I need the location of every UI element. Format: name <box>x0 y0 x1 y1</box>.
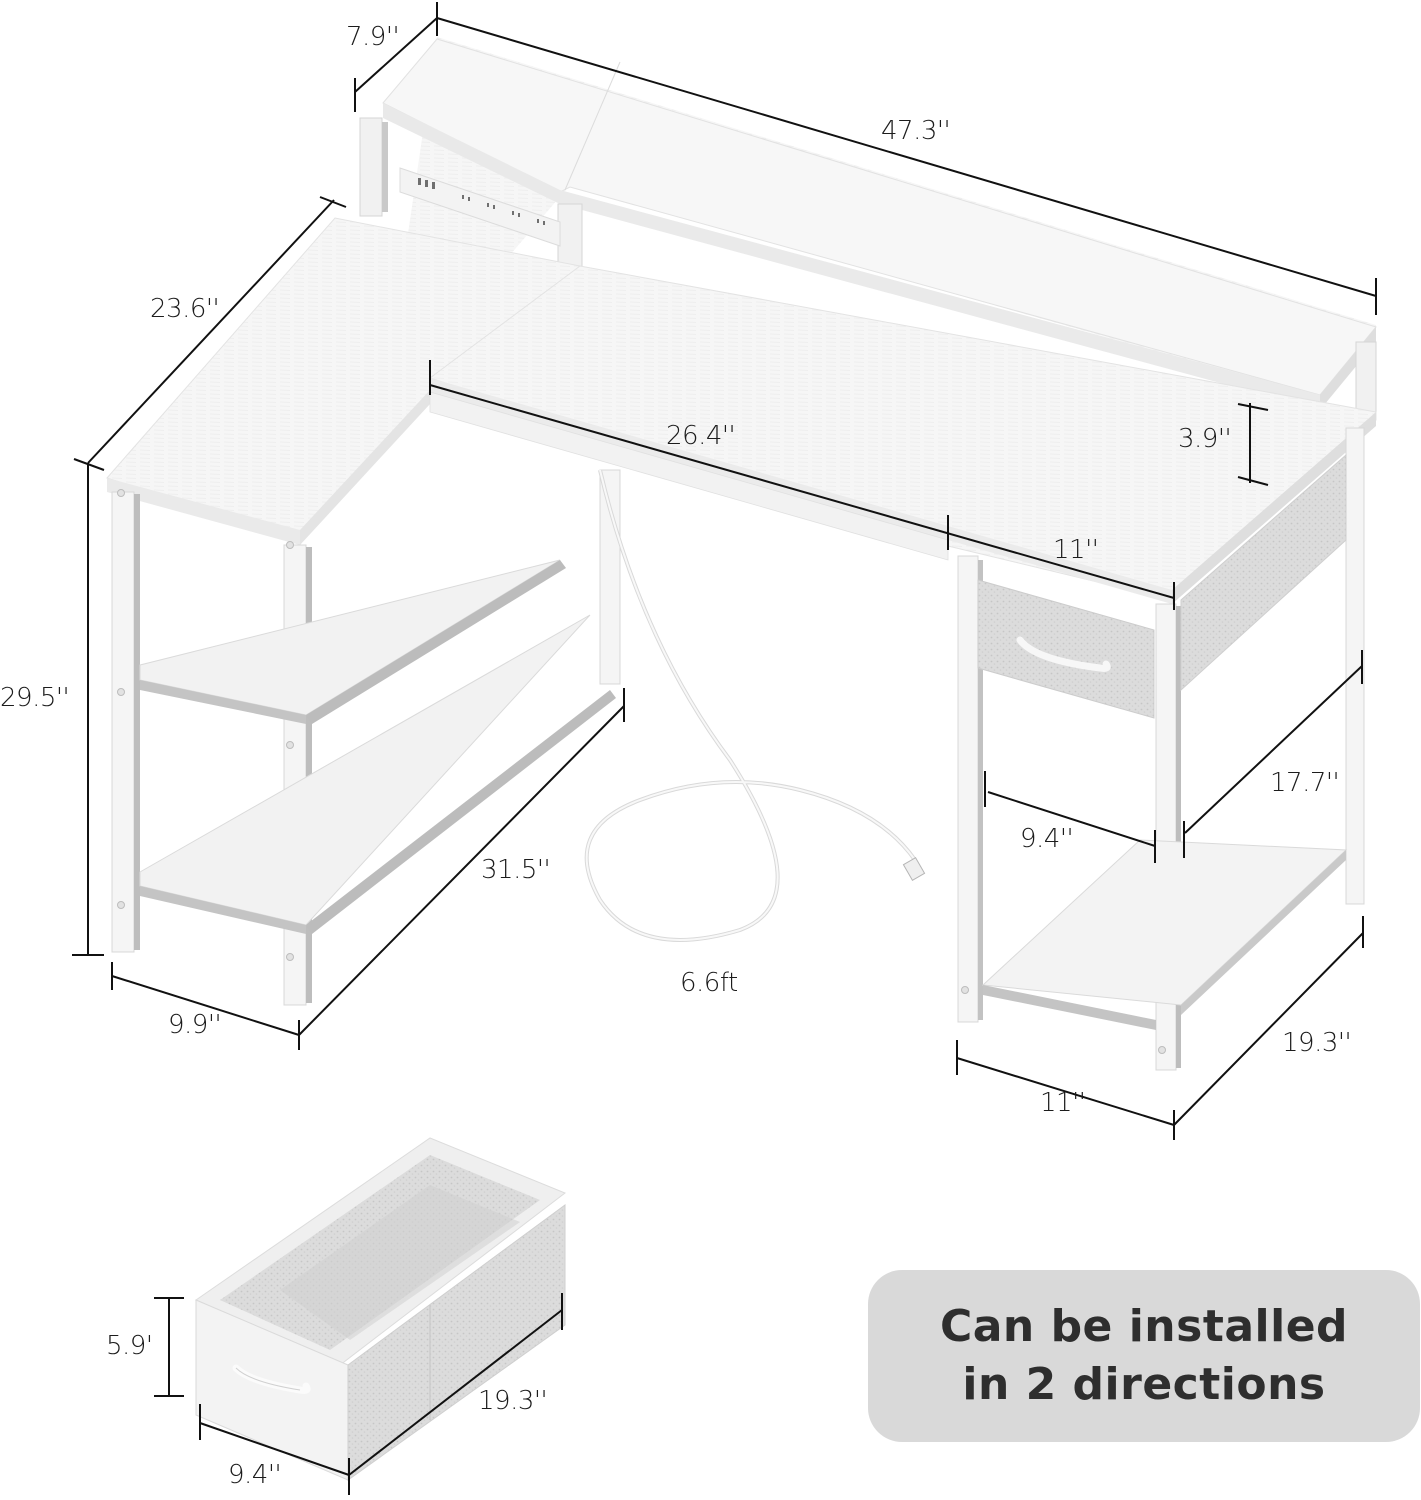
drawer-detail <box>194 1137 566 1481</box>
badge-line-2: in 2 directions <box>962 1359 1326 1410</box>
dimension-desk-height: 29.5'' <box>0 683 70 713</box>
right-cabinet <box>957 427 1365 1071</box>
dimension-cord-length: 6.6ft <box>680 968 738 998</box>
install-directions-badge: Can be installed in 2 directions <box>868 1270 1420 1442</box>
plug-icon <box>902 857 926 881</box>
dimension-cabinet-depth: 19.3'' <box>1282 1028 1352 1058</box>
dimension-lines <box>72 2 1377 1495</box>
usb-port-icon <box>418 178 435 189</box>
power-strip <box>399 167 561 247</box>
drawer-handle-icon <box>1016 636 1111 672</box>
dimension-stand-length: 47.3'' <box>881 116 951 146</box>
dimension-leg-opening-width: 9.4'' <box>1020 824 1074 854</box>
drawer-height-label: 5.9' <box>106 1331 153 1361</box>
dimension-stand-depth: 7.9'' <box>346 22 400 52</box>
dimension-stand-height: 3.9'' <box>1178 424 1232 454</box>
dimension-return-depth: 23.6'' <box>150 294 220 324</box>
dimension-drawer-section: 11'' <box>1053 535 1099 565</box>
power-cord <box>584 469 926 942</box>
dimension-leg-opening-depth: 17.7'' <box>1270 768 1340 798</box>
dimension-main-span: 26.4'' <box>666 421 736 451</box>
dimension-cabinet-width: 11'' <box>1040 1088 1086 1118</box>
badge-line-1: Can be installed <box>939 1301 1349 1352</box>
outlet-icon <box>462 195 545 225</box>
drawer-width-label: 9.4'' <box>228 1460 282 1490</box>
drawer-depth-label: 19.3'' <box>478 1386 548 1416</box>
cabinet-drawer <box>977 579 1155 719</box>
dimension-return-length: 31.5'' <box>481 855 551 885</box>
dimension-left-width: 9.9'' <box>168 1010 222 1040</box>
left-shelf-unit <box>111 469 621 1006</box>
monitor-stand <box>359 37 1377 481</box>
